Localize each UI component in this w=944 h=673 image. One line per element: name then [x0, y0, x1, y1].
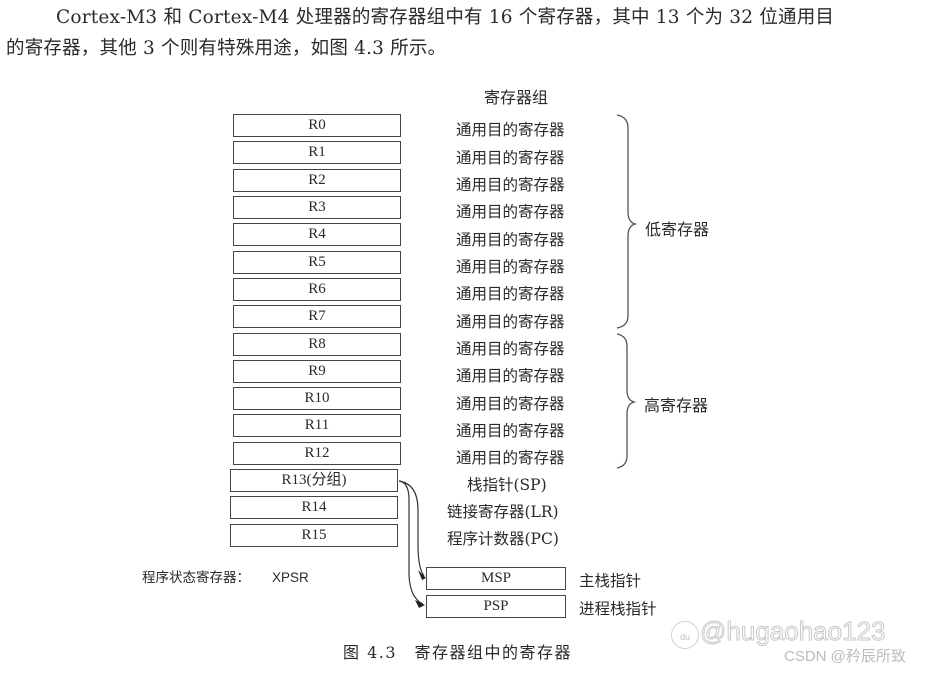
figure-caption: 图 4.3 寄存器组中的寄存器 — [343, 643, 573, 662]
register-r13: R13(分组) — [230, 469, 398, 492]
register-desc: 通用目的寄存器 — [456, 176, 565, 194]
low-register-label: 低寄存器 — [645, 220, 710, 239]
register-r0: R0 — [233, 114, 401, 137]
intro-line-1: Cortex-M3 和 Cortex-M4 处理器的寄存器组中有 16 个寄存器… — [56, 7, 835, 28]
figure-title: 寄存器组 — [484, 88, 549, 107]
register-desc: 通用目的寄存器 — [456, 285, 565, 303]
msp-desc: 主栈指针 — [579, 572, 642, 590]
register-r12: R12 — [233, 442, 401, 465]
register-r14: R14 — [230, 496, 398, 519]
register-msp: MSP — [426, 567, 566, 590]
status-register: 程序状态寄存器： XPSR — [142, 566, 309, 586]
psp-desc: 进程栈指针 — [579, 600, 657, 618]
register-desc: 通用目的寄存器 — [456, 149, 565, 167]
register-r7: R7 — [233, 305, 401, 328]
register-r15: R15 — [230, 524, 398, 547]
high-register-brace — [616, 333, 637, 469]
arrow-r13-to-psp — [398, 480, 424, 605]
status-register-label: 程序状态寄存器： — [142, 570, 250, 585]
arrowhead-msp — [418, 570, 426, 580]
register-r10: R10 — [233, 387, 401, 410]
intro-line-2: 的寄存器，其他 3 个则有特殊用途，如图 4.3 所示。 — [6, 38, 447, 59]
register-r11: R11 — [233, 414, 401, 437]
register-r9: R9 — [233, 360, 401, 383]
register-desc: 通用目的寄存器 — [456, 313, 565, 331]
register-desc: 通用目的寄存器 — [456, 449, 565, 467]
register-r4: R4 — [233, 223, 401, 246]
arrowhead-psp — [415, 600, 425, 608]
baidu-watermark: @hugaohao123 — [699, 616, 886, 647]
register-desc-lr: 链接寄存器(LR) — [447, 503, 559, 521]
arrow-r13-to-msp — [398, 480, 425, 577]
register-desc: 通用目的寄存器 — [456, 367, 565, 385]
register-desc: 通用目的寄存器 — [456, 231, 565, 249]
low-register-brace — [616, 114, 638, 329]
register-desc-sp: 栈指针(SP) — [467, 476, 547, 494]
register-desc: 通用目的寄存器 — [456, 340, 565, 358]
register-desc: 通用目的寄存器 — [456, 258, 565, 276]
register-r1: R1 — [233, 141, 401, 164]
register-desc: 通用目的寄存器 — [456, 203, 565, 221]
baidu-paw-icon: du — [671, 621, 699, 649]
high-register-label: 高寄存器 — [644, 396, 709, 415]
register-desc: 通用目的寄存器 — [456, 395, 565, 413]
register-r6: R6 — [233, 278, 401, 301]
register-r5: R5 — [233, 251, 401, 274]
register-desc: 通用目的寄存器 — [456, 121, 565, 139]
register-r8: R8 — [233, 333, 401, 356]
csdn-watermark: CSDN @矜辰所致 — [784, 648, 906, 665]
register-r3: R3 — [233, 196, 401, 219]
register-psp: PSP — [426, 595, 566, 618]
register-desc-pc: 程序计数器(PC) — [447, 530, 559, 548]
register-r2: R2 — [233, 169, 401, 192]
status-register-value: XPSR — [272, 570, 309, 585]
register-desc: 通用目的寄存器 — [456, 422, 565, 440]
